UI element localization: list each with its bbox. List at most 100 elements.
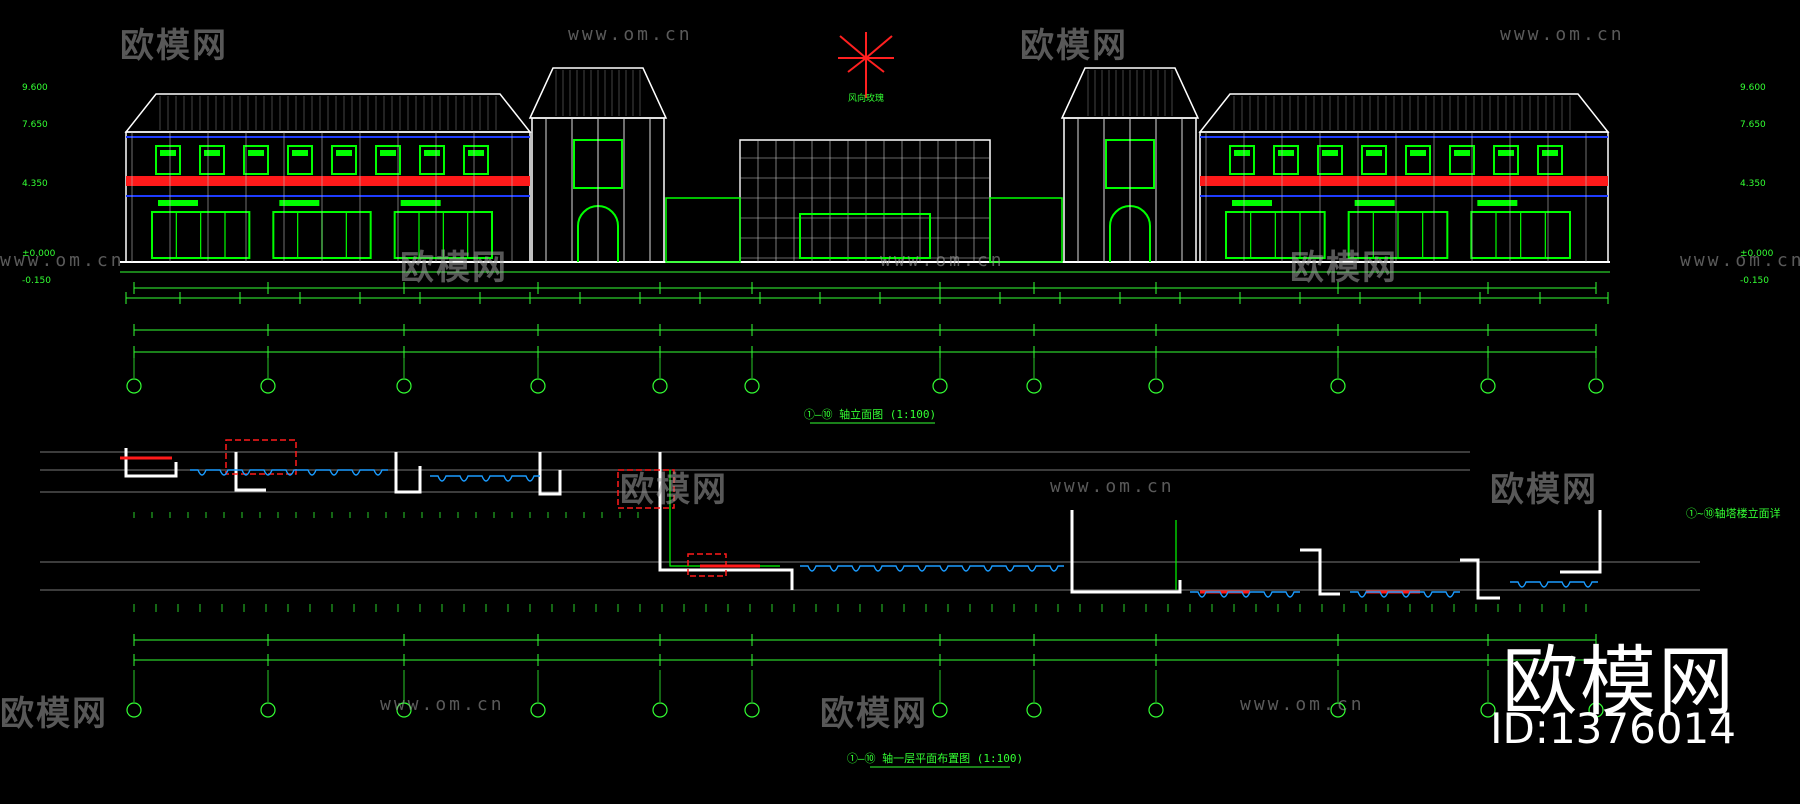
upper-window: [1493, 145, 1519, 175]
window-fill: [292, 150, 308, 156]
glazing-line: [1190, 591, 1300, 598]
watermark-url: www.om.cn: [880, 250, 1005, 271]
dimension-chain: [125, 292, 1609, 304]
watermark-url: www.om.cn: [1050, 476, 1175, 497]
axis-marker-icon: [1330, 702, 1346, 718]
axis-marker-icon: [126, 378, 142, 394]
upper-window: [199, 145, 225, 175]
wall: [1300, 548, 1340, 596]
red-band: [1200, 176, 1608, 186]
axis-marker-icon: [126, 702, 142, 718]
dimension-chain: [133, 282, 1597, 294]
upper-window: [1405, 145, 1431, 175]
sign-band: [1477, 200, 1518, 206]
upper-window: [1229, 145, 1255, 175]
axis-marker-icon: [1480, 702, 1496, 718]
atrium-entry: [799, 213, 931, 259]
red-band: [126, 176, 530, 186]
watermark-url: www.om.cn: [1500, 24, 1625, 45]
wall: [1460, 558, 1500, 600]
svg-text:7.650: 7.650: [22, 120, 48, 130]
svg-text:4.350: 4.350: [22, 179, 48, 189]
detail-callout: [617, 469, 675, 509]
window-fill: [1234, 150, 1250, 156]
svg-text:9.600: 9.600: [22, 83, 48, 93]
watermark-brand: 欧模网: [0, 694, 108, 734]
upper-window: [1273, 145, 1299, 175]
floor-plan-view: [40, 439, 1700, 612]
window-fill: [1278, 150, 1294, 156]
upper-window: [331, 145, 357, 175]
window-fill: [1498, 150, 1514, 156]
window-fill: [1410, 150, 1426, 156]
axis-marker-icon: [1026, 702, 1042, 718]
svg-text:9.600: 9.600: [1740, 83, 1766, 93]
watermark-brand: 欧模网: [120, 26, 228, 66]
axis-marker-icon: [396, 378, 412, 394]
window-fill: [160, 150, 176, 156]
svg-text:-0.150: -0.150: [22, 276, 51, 286]
axis-marker-icon: [744, 702, 760, 718]
svg-text:±0.000: ±0.000: [1740, 249, 1774, 259]
upper-window: [1537, 145, 1563, 175]
watermark-brand: 欧模网: [820, 694, 928, 734]
axis-marker-icon: [1026, 378, 1042, 394]
watermark-brand: 欧模网: [1490, 470, 1598, 510]
wall: [1560, 510, 1602, 574]
watermark-brand: 欧模网: [400, 248, 508, 288]
axis-marker-icon: [1588, 378, 1604, 394]
window-fill: [424, 150, 440, 156]
glazing-line: [1350, 591, 1460, 598]
plan-title: ①—⑩ 轴一层平面布置图 (1:100): [847, 751, 1023, 765]
axis-marker-icon: [396, 702, 412, 718]
svg-text:4.350: 4.350: [1740, 179, 1766, 189]
axis-marker-icon: [530, 378, 546, 394]
axis-marker-icon: [1480, 378, 1496, 394]
building-wing: [1198, 93, 1610, 263]
watermark-url: www.om.cn: [0, 250, 125, 271]
model-id: ID:1376014: [1490, 704, 1736, 753]
axis-marker-icon: [1588, 702, 1604, 718]
watermark-brand: 欧模网: [620, 470, 728, 510]
axis-markers: [126, 346, 1604, 718]
window-fill: [248, 150, 264, 156]
link-window: [665, 197, 741, 263]
sign-band: [1232, 200, 1272, 206]
axis-marker-icon: [744, 378, 760, 394]
axis-marker-icon: [652, 702, 668, 718]
glazing-line: [800, 565, 1064, 572]
tower: [1060, 67, 1200, 263]
wall: [234, 452, 266, 492]
dimension-lines: [125, 282, 1609, 666]
link-window: [989, 197, 1063, 263]
dimension-chain: [133, 634, 1597, 646]
atrium: [665, 139, 1063, 263]
upper-window: [1361, 145, 1387, 175]
watermark-url: www.om.cn: [1680, 250, 1800, 271]
watermark-url: www.om.cn: [568, 24, 693, 45]
upper-window: [243, 145, 269, 175]
watermark-brand: 欧模网: [1020, 26, 1128, 66]
sign-band: [400, 200, 441, 206]
elevation-title: ①—⑩ 轴立面图 (1:100): [804, 407, 936, 421]
dimension-chain: [133, 654, 1597, 666]
svg-text:-0.150: -0.150: [1740, 276, 1769, 286]
axis-marker-icon: [1148, 378, 1164, 394]
glazing-line: [430, 475, 540, 482]
window-fill: [204, 150, 220, 156]
detail-callout: [687, 553, 727, 577]
window-fill: [1454, 150, 1470, 156]
upper-window: [287, 145, 313, 175]
window-fill: [1322, 150, 1338, 156]
wall: [394, 452, 422, 494]
upper-window: [1449, 145, 1475, 175]
upper-window: [155, 145, 181, 175]
brand-title: 欧模网: [1502, 637, 1736, 726]
axis-marker-icon: [652, 378, 668, 394]
watermark-brand: 欧模网: [1290, 248, 1398, 288]
side-note: ①~⑩轴塔楼立面详: [1686, 506, 1781, 520]
wall: [124, 448, 178, 478]
axis-marker-icon: [932, 702, 948, 718]
sign-band: [279, 200, 320, 206]
